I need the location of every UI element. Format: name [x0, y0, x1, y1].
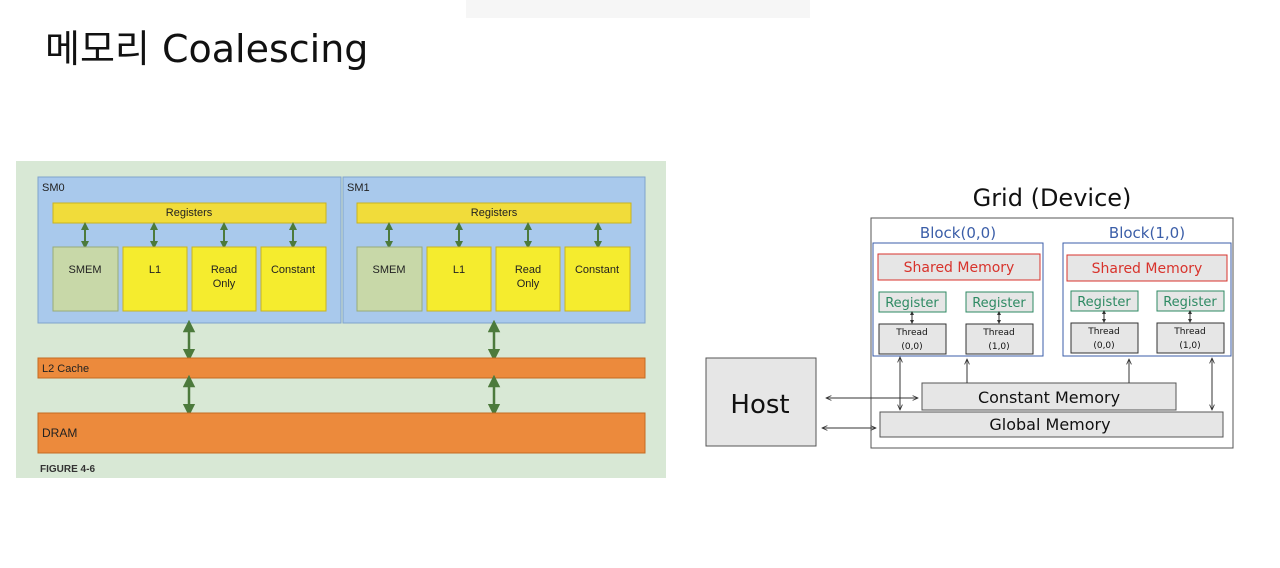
- sm0-readonly-box: [191, 246, 257, 312]
- grid-title: Grid (Device): [973, 184, 1132, 212]
- sm0-label: SM0: [42, 182, 65, 194]
- host-box: [705, 357, 817, 447]
- block10-thread-1-box: [1156, 322, 1225, 354]
- constant-memory-label: Constant Memory: [978, 388, 1120, 407]
- top-bar: [466, 0, 810, 18]
- host-label: Host: [730, 390, 789, 420]
- sm1-readonly-label-line2: Only: [517, 278, 540, 290]
- sm0-readonly-label-line2: Only: [213, 278, 236, 290]
- sm1-readonly-label-line1: Read: [515, 264, 541, 276]
- sm0-constant-label: Constant: [271, 264, 315, 276]
- block00-thread-1-index: (1,0): [988, 342, 1009, 352]
- block00-thread-0-label: Thread: [895, 328, 927, 338]
- sm1-constant-box: [564, 246, 631, 312]
- sm0-registers-bar: [52, 202, 327, 224]
- global-memory-label: Global Memory: [989, 415, 1110, 434]
- sm0-smem-label: SMEM: [69, 264, 102, 276]
- sm1-l1-label: L1: [453, 264, 465, 276]
- block10-thread-0-box: [1070, 322, 1139, 354]
- block10-thread-0-index: (0,0): [1093, 341, 1114, 351]
- sm1-label: SM1: [347, 182, 370, 194]
- block00-thread-1-label: Thread: [982, 328, 1014, 338]
- l2-cache-label: L2 Cache: [42, 363, 89, 375]
- slide-title: 메모리 Coalescing: [45, 27, 369, 71]
- dram-bar: [37, 412, 646, 454]
- dram-label: DRAM: [42, 426, 77, 440]
- sm1-smem-box: [356, 246, 423, 312]
- block10-register-0-label: Register: [1077, 295, 1131, 310]
- block00-register-1-label: Register: [972, 296, 1026, 311]
- block10-shared-memory-label: Shared Memory: [1092, 261, 1203, 277]
- sm1-smem-label: SMEM: [373, 264, 406, 276]
- block10-thread-1-index: (1,0): [1179, 341, 1200, 351]
- sm0-l1-label: L1: [149, 264, 161, 276]
- figure-caption: FIGURE 4-6: [40, 464, 95, 475]
- block00-box: [872, 242, 1044, 357]
- sm0-constant-box: [260, 246, 327, 312]
- block10-register-1-label: Register: [1163, 295, 1217, 310]
- block00-shared-memory-label: Shared Memory: [904, 260, 1015, 276]
- sm0-readonly-label-line1: Read: [211, 264, 237, 276]
- sm1-registers-bar: [356, 202, 632, 224]
- block00-thread-0-index: (0,0): [901, 342, 922, 352]
- l2-cache-bar: [37, 357, 646, 379]
- block10-shared-memory-box: [1066, 254, 1228, 282]
- constant-memory-box: [921, 382, 1177, 411]
- block10-box: [1062, 242, 1232, 357]
- sm1-readonly-box: [495, 246, 561, 312]
- block00-shared-memory-box: [877, 253, 1041, 281]
- block10-title: Block(1,0): [1109, 224, 1185, 242]
- sm1-registers-label: Registers: [471, 207, 518, 219]
- block10-thread-0-label: Thread: [1087, 327, 1119, 337]
- block00-thread-1-box: [965, 323, 1034, 355]
- sm0-l1-box: [122, 246, 188, 312]
- sm1-constant-label: Constant: [575, 264, 619, 276]
- global-memory-box: [879, 411, 1224, 438]
- block00-title: Block(0,0): [920, 224, 996, 242]
- sm1-l1-box: [426, 246, 492, 312]
- sm0-smem-box: [52, 246, 119, 312]
- block10-thread-1-label: Thread: [1173, 327, 1205, 337]
- sm0-registers-label: Registers: [166, 207, 213, 219]
- block00-thread-0-box: [878, 323, 947, 355]
- block00-register-0-label: Register: [885, 296, 939, 311]
